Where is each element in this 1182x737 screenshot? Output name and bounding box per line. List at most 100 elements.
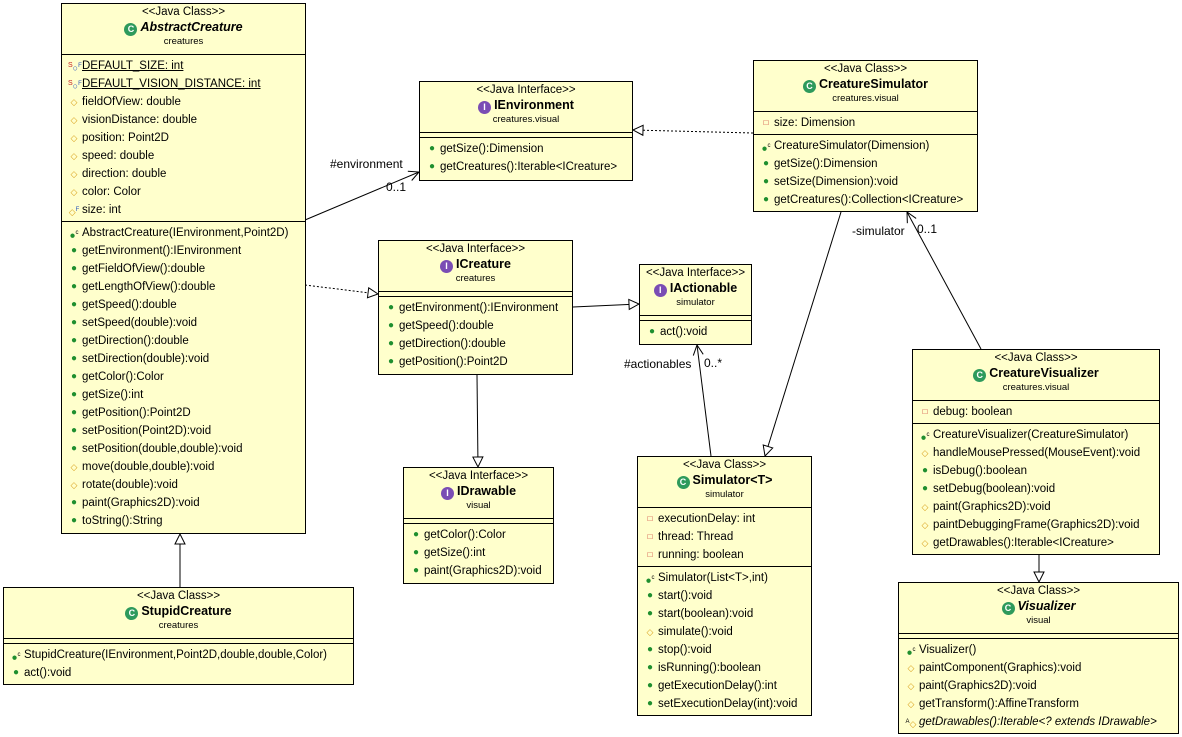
method-row[interactable]: ●isDebug():boolean xyxy=(913,462,1159,480)
field-row[interactable]: S○FDEFAULT_SIZE: int xyxy=(62,57,305,75)
method-row[interactable]: ●getCreatures():Collection<ICreature> xyxy=(754,191,977,209)
field-row[interactable]: S○FDEFAULT_VISION_DISTANCE: int xyxy=(62,75,305,93)
method-row[interactable]: ●getDirection():double xyxy=(62,332,305,350)
method-row[interactable]: ●setPosition(Point2D):void xyxy=(62,422,305,440)
field-row[interactable]: □debug: boolean xyxy=(913,403,1159,421)
method-text: getExecutionDelay():int xyxy=(658,680,777,692)
public-visibility-icon: ● xyxy=(387,356,395,367)
protected-visibility-icon: ◇ xyxy=(70,480,78,490)
method-row[interactable]: ●paint(Graphics2D):void xyxy=(404,562,553,580)
method-text: setSpeed(double):void xyxy=(82,317,198,329)
method-row[interactable]: ●setDebug(boolean):void xyxy=(913,480,1159,498)
field-row[interactable]: ◇fieldOfView: double xyxy=(62,93,305,111)
method-row[interactable]: ●getSpeed():double xyxy=(62,296,305,314)
method-row[interactable]: ●setExecutionDelay(int):void xyxy=(638,695,811,713)
field-row[interactable]: ◇direction: double xyxy=(62,165,305,183)
method-row[interactable]: ●getSize():int xyxy=(404,544,553,562)
method-row[interactable]: ◇paintComponent(Graphics):void xyxy=(899,659,1178,677)
field-row[interactable]: ◇position: Point2D xyxy=(62,129,305,147)
method-row[interactable]: ●paint(Graphics2D):void xyxy=(62,494,305,512)
field-row[interactable]: □executionDelay: int xyxy=(638,510,811,528)
method-text: simulate():void xyxy=(658,626,733,638)
field-row[interactable]: □thread: Thread xyxy=(638,528,811,546)
field-row[interactable]: ◇speed: double xyxy=(62,147,305,165)
method-row[interactable]: ◇move(double,double):void xyxy=(62,458,305,476)
method-row[interactable]: ●act():void xyxy=(4,664,353,682)
method-row[interactable]: ●getSize():Dimension xyxy=(754,155,977,173)
method-row[interactable]: ◇rotate(double):void xyxy=(62,476,305,494)
fields-compartment xyxy=(379,291,572,296)
edge-abstract-implements-icreature xyxy=(304,284,378,294)
edge-abstract-assoc-ienvironment xyxy=(304,172,419,221)
method-row[interactable]: ◇paint(Graphics2D):void xyxy=(913,498,1159,516)
method-row[interactable]: ●getColor():Color xyxy=(62,368,305,386)
package-label: creatures.visual xyxy=(492,114,560,125)
method-row[interactable]: ●getSize():int xyxy=(62,386,305,404)
field-row[interactable]: □running: boolean xyxy=(638,546,811,564)
method-row[interactable]: ◇simulate():void xyxy=(638,623,811,641)
public-visibility-icon: ● xyxy=(70,515,78,526)
method-text: paint(Graphics2D):void xyxy=(424,565,542,577)
method-row[interactable]: ●getFieldOfView():double xyxy=(62,260,305,278)
method-row[interactable]: ●getPosition():Point2D xyxy=(379,353,572,371)
field-row[interactable]: □size: Dimension xyxy=(754,114,977,132)
method-row[interactable]: A◇getDrawables():Iterable<? extends IDra… xyxy=(899,713,1178,731)
method-row[interactable]: ●getColor():Color xyxy=(404,526,553,544)
method-row[interactable]: ●toString():String xyxy=(62,512,305,530)
method-row[interactable]: ◇paintDebuggingFrame(Graphics2D):void xyxy=(913,516,1159,534)
field-row[interactable]: ◇color: Color xyxy=(62,183,305,201)
method-text: CreatureVisualizer(CreatureSimulator) xyxy=(933,429,1129,441)
constructor-icon: ●c xyxy=(761,143,771,155)
stereotype-label: <<Java Class>> xyxy=(996,585,1081,597)
method-row[interactable]: ●getSpeed():double xyxy=(379,317,572,335)
method-row[interactable]: ●isRunning():boolean xyxy=(638,659,811,677)
public-visibility-icon: ● xyxy=(646,662,654,673)
method-row[interactable]: ●setPosition(double,double):void xyxy=(62,440,305,458)
method-row[interactable]: ●getEnvironment():IEnvironment xyxy=(62,242,305,260)
method-row[interactable]: ◇handleMousePressed(MouseEvent):void xyxy=(913,444,1159,462)
method-row[interactable]: ●getEnvironment():IEnvironment xyxy=(379,299,572,317)
method-row[interactable]: ●getLengthOfView():double xyxy=(62,278,305,296)
method-row[interactable]: ●stop():void xyxy=(638,641,811,659)
method-row[interactable]: ◇paint(Graphics2D):void xyxy=(899,677,1178,695)
fields-compartment xyxy=(404,518,553,523)
method-row[interactable]: ●setSpeed(double):void xyxy=(62,314,305,332)
public-visibility-icon: ● xyxy=(70,245,78,256)
method-row[interactable]: ●getDirection():double xyxy=(379,335,572,353)
class-name-text: CreatureVisualizer xyxy=(989,366,1099,380)
static-final-field-icon: S○F xyxy=(68,62,82,73)
method-row[interactable]: ●setSize(Dimension):void xyxy=(754,173,977,191)
method-row[interactable]: ●getCreatures():Iterable<ICreature> xyxy=(420,158,632,176)
stereotype-label: <<Java Class>> xyxy=(994,352,1078,364)
method-row[interactable]: ◇getTransform():AffineTransform xyxy=(899,695,1178,713)
method-row[interactable]: ●start():void xyxy=(638,587,811,605)
field-row[interactable]: ◇visionDistance: double xyxy=(62,111,305,129)
method-row[interactable]: ●getPosition():Point2D xyxy=(62,404,305,422)
method-row[interactable]: ●start(boolean):void xyxy=(638,605,811,623)
method-row[interactable]: ◇getDrawables():Iterable<ICreature> xyxy=(913,534,1159,552)
method-row[interactable]: ●getExecutionDelay():int xyxy=(638,677,811,695)
method-row[interactable]: ●getSize():Dimension xyxy=(420,140,632,158)
method-row[interactable]: ●act():void xyxy=(640,323,751,341)
method-row[interactable]: ●setDirection(double):void xyxy=(62,350,305,368)
public-visibility-icon: ● xyxy=(70,371,78,382)
